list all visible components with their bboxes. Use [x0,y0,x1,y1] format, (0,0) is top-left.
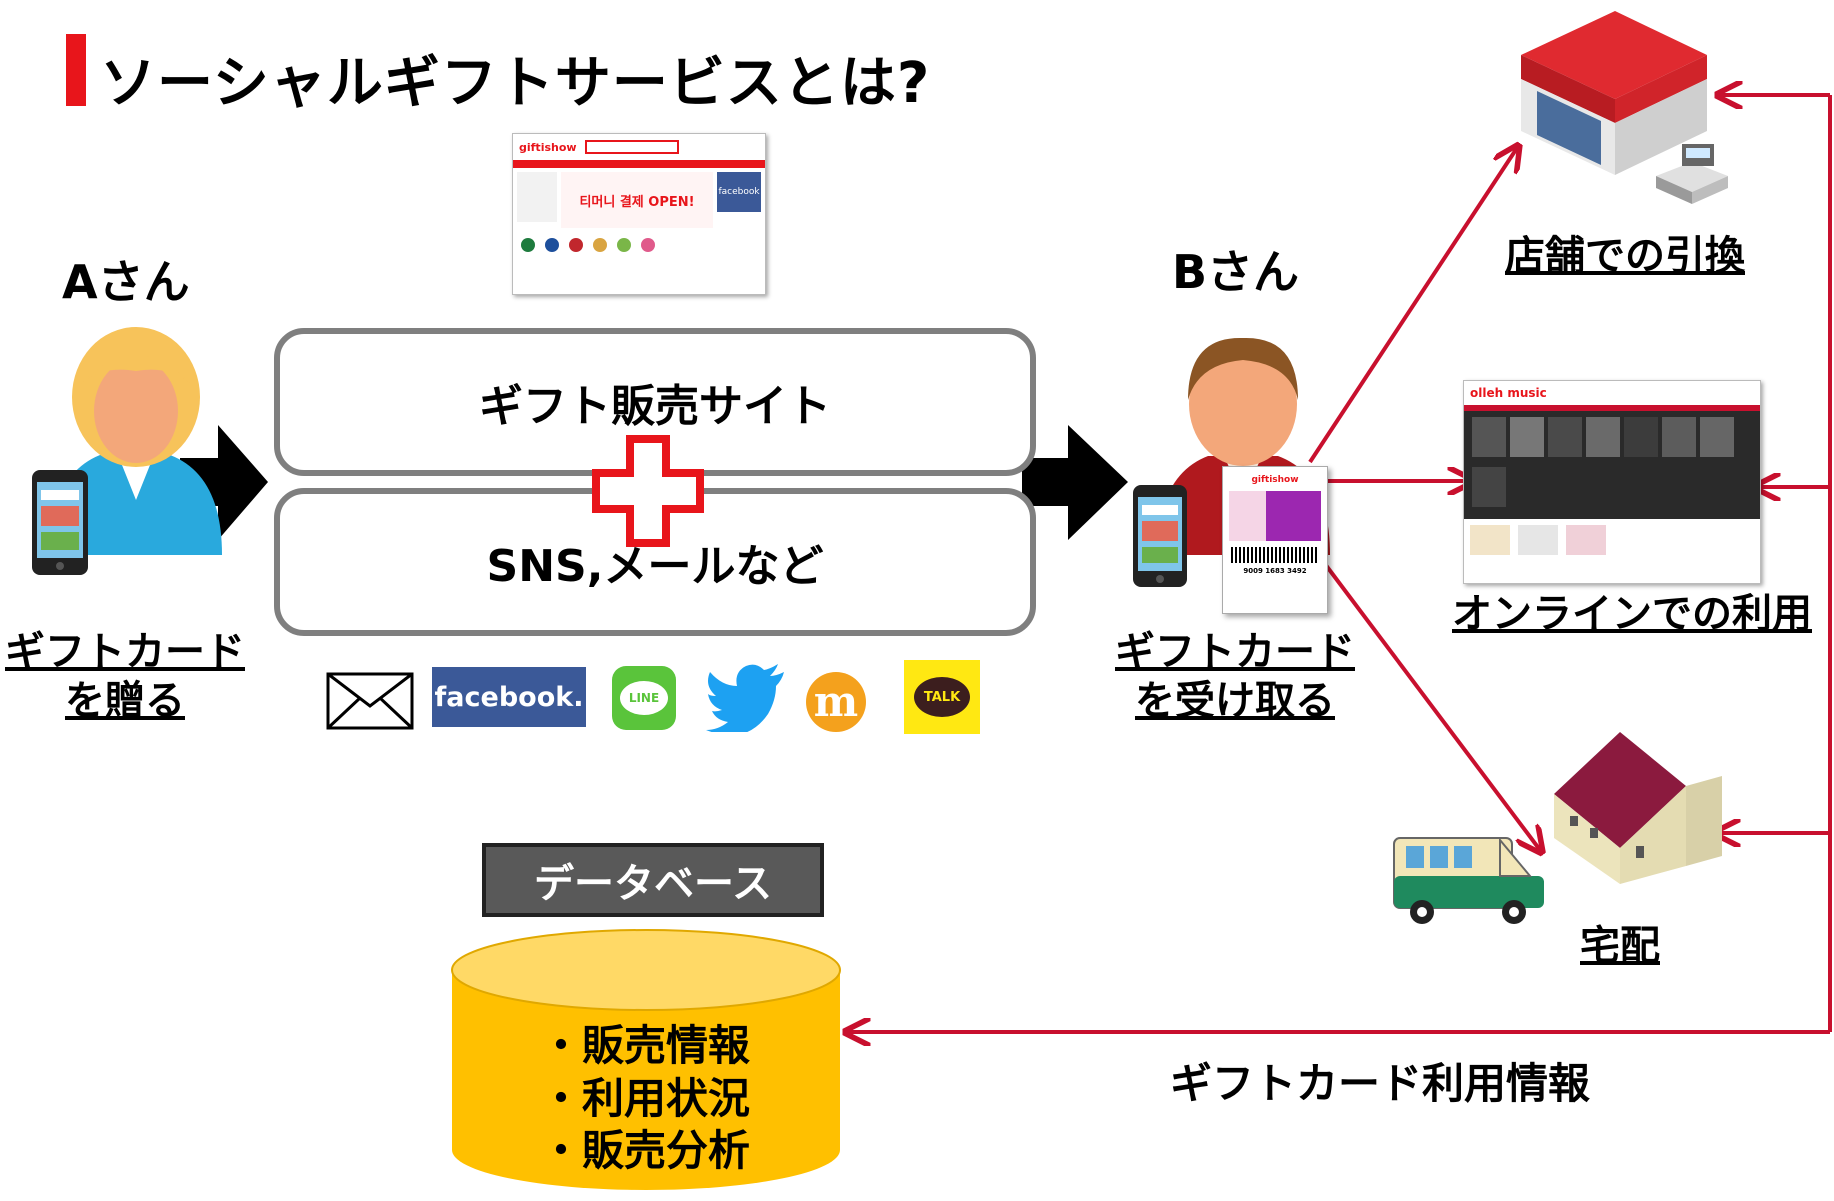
website-banner: 티머니 결제 OPEN! [579,194,695,210]
website-logo: giftishow [519,140,577,154]
person-b-action-line2: を受け取る [1135,677,1335,724]
person-a-action-line2: を贈る [65,677,185,724]
delivery-truck-icon [1393,837,1544,924]
mail-icon [326,672,414,730]
kakaotalk-icon: TALK [904,660,980,734]
database-item: ・販売分析 [539,1126,750,1175]
phone-a-icon [32,470,88,575]
arrow-to-delivery [1320,558,1540,850]
phone-b-icon [1133,485,1187,587]
website-facebook-badge: facebook [717,172,761,212]
arrow-to-store [1308,148,1517,464]
database-cylinder [451,929,841,1190]
feedback-label: ギフトカード利用情報 [1170,1059,1591,1108]
person-b-name: Bさん [1172,245,1300,299]
store-label: 店舗での引換 [1505,233,1745,279]
line-icon: LINE [612,666,676,730]
mixi-icon: m [806,672,866,732]
store-icon [1521,11,1707,175]
coupon-brand: giftishow [1251,475,1299,485]
database-items: ・販売情報 ・利用状況 ・販売分析 [452,1020,838,1178]
database-item: ・販売情報 [539,1021,750,1070]
person-b-action: ギフトカード を受け取る [1110,628,1360,726]
line-icon-label: LINE [620,681,668,715]
send-arrow-b [1022,425,1128,540]
kakaotalk-label: TALK [914,677,970,717]
gift-coupon-card: giftishow 9009 1683 3492 [1222,466,1328,614]
person-b-action-line1: ギフトカード [1115,629,1355,675]
database-item: ・利用状況 [539,1073,750,1123]
online-service-screenshot: olleh music [1463,380,1761,584]
send-arrow-a [180,425,268,540]
title-accent-bar [66,34,86,106]
online-label: オンラインでの利用 [1452,591,1812,637]
twitter-icon [706,664,784,732]
gift-website-screenshot: giftishow 티머니 결제 OPEN! facebook [512,133,766,295]
person-a-action: ギフトカード を贈る [0,628,250,726]
online-logo: olleh music [1470,386,1547,400]
page-title: ソーシャルギフトサービスとは? [100,51,931,116]
person-a-action-line1: ギフトカード [5,629,245,675]
person-a-icon [50,327,222,555]
delivery-label: 宅配 [1580,923,1660,969]
database-label: データベース [482,843,824,917]
plus-icon [592,435,704,547]
house-icon [1554,732,1722,884]
cash-register-icon [1656,144,1728,204]
facebook-icon: facebook. [432,667,586,727]
coupon-barcode-number: 9009 1683 3492 [1243,567,1307,575]
person-a-name: Aさん [62,255,190,309]
